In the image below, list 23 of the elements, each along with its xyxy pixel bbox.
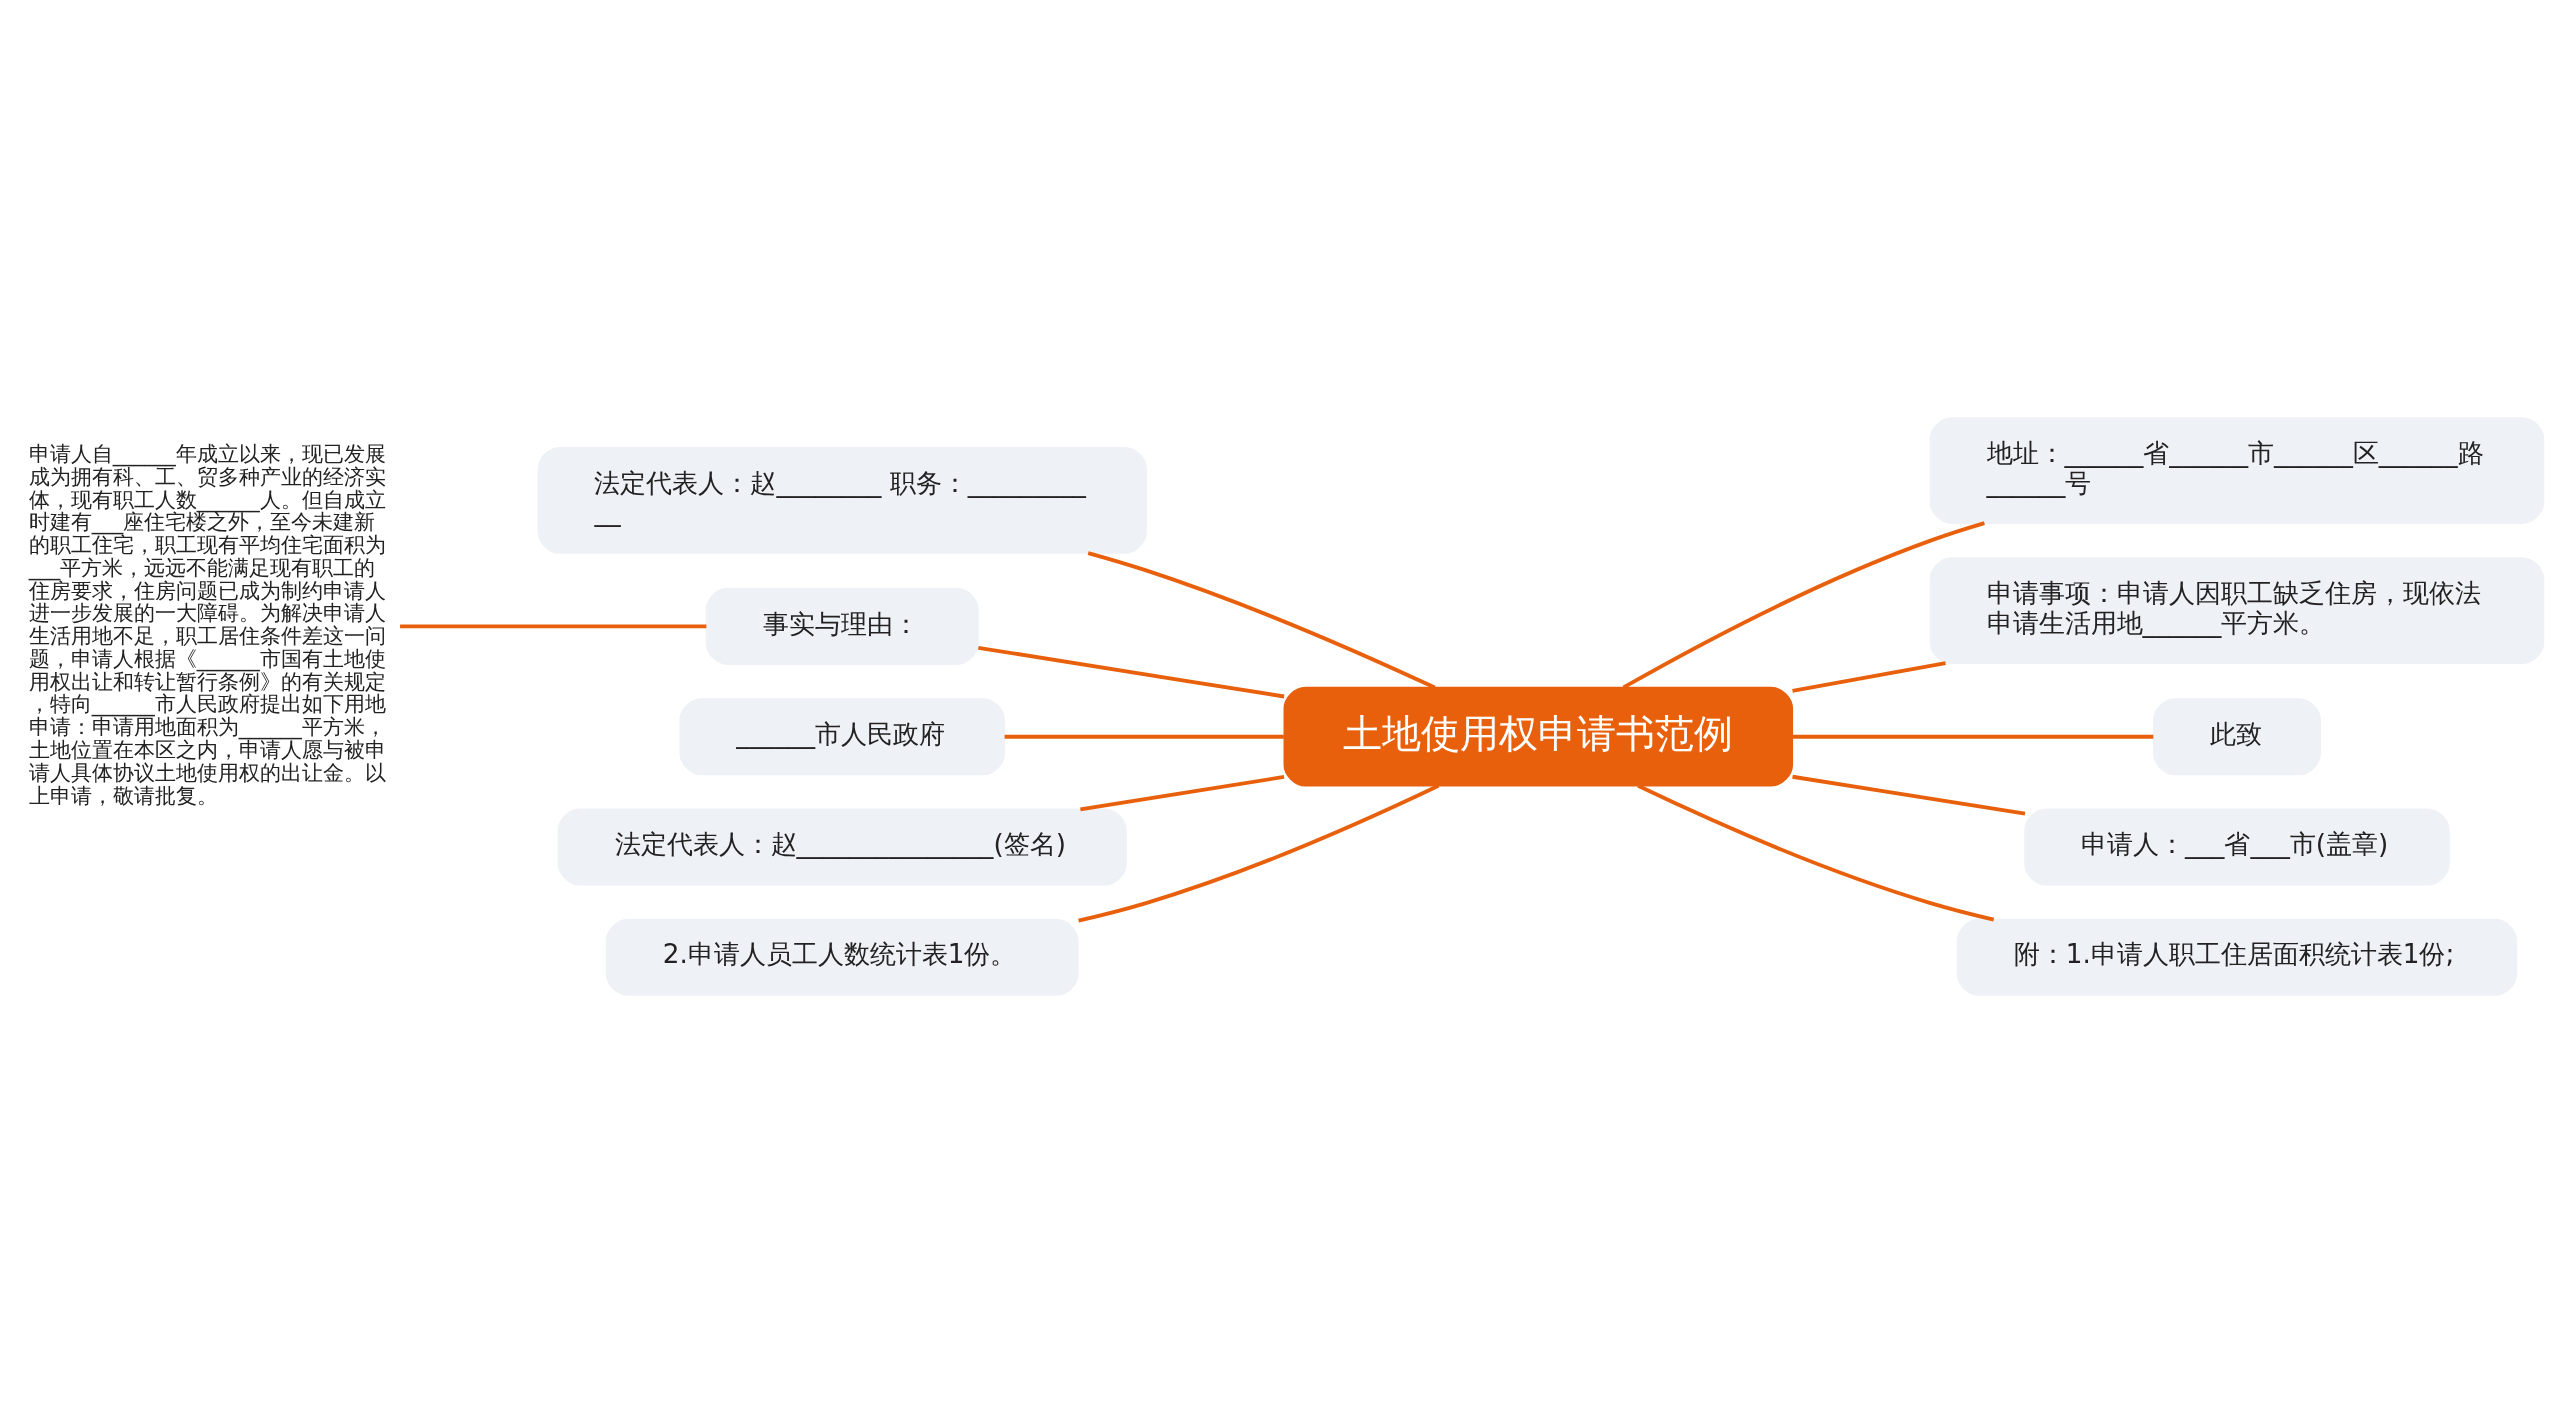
connector xyxy=(1637,784,1995,922)
node-box: ______市人民政府 xyxy=(679,698,1006,776)
connector xyxy=(1078,784,1440,923)
connector xyxy=(1622,521,1985,690)
node-text: 申请人自______年成立以来，现已发展成为拥有科、工、贸多种产业的经济实体，现有职工人数______人。但自成立时建有___座住宅楼之外，至今未建新的职工住宅，职工现有平均住宅面积为___平方米，远远不能满足现有职工的住房要求，住房问题已成为制约申请人进一步发展的一大障碍。为解决申请人生活用地不足，职工居住条件差这一问题，申请人根据《______市国有土地使用权出让和转让暂行条例》的有关规定，特向______市人民政府提出如下用地申请：申请用地面积为______平方米，土地位置在本区之内，申请人愿与被申请人具体协议土地使用权的出让金。以上申请，敬请批复。 xyxy=(28,441,386,808)
node-box: 附：1.申请人职工住居面积统计表1份; xyxy=(1956,918,2518,996)
node-box: 申请人：___省___市(盖章) xyxy=(2024,808,2450,886)
connector xyxy=(1087,551,1436,690)
node-box: 土地使用权申请书范例 xyxy=(1283,686,1794,787)
node-box: 地址：______省______市______区______路______号 xyxy=(1929,417,2545,524)
connector xyxy=(978,645,1285,699)
connector xyxy=(1004,734,1284,739)
node-box: 申请事项：申请人因职工缺乏住房，现依法申请生活用地______平方米。 xyxy=(1929,557,2545,665)
node-box: 此致 xyxy=(2152,698,2322,776)
connector xyxy=(400,624,707,629)
connector xyxy=(1080,775,1285,812)
node-box: 法定代表人：赵________ 职务：___________ xyxy=(537,446,1147,554)
connector xyxy=(1792,734,2154,739)
connector xyxy=(1792,661,1946,693)
connector xyxy=(1792,774,2026,816)
node-box: 事实与理由： xyxy=(705,587,979,665)
node-box: 法定代表人：赵_______________(签名) xyxy=(557,808,1127,886)
node-box: 2.申请人员工人数统计表1份。 xyxy=(605,918,1079,996)
